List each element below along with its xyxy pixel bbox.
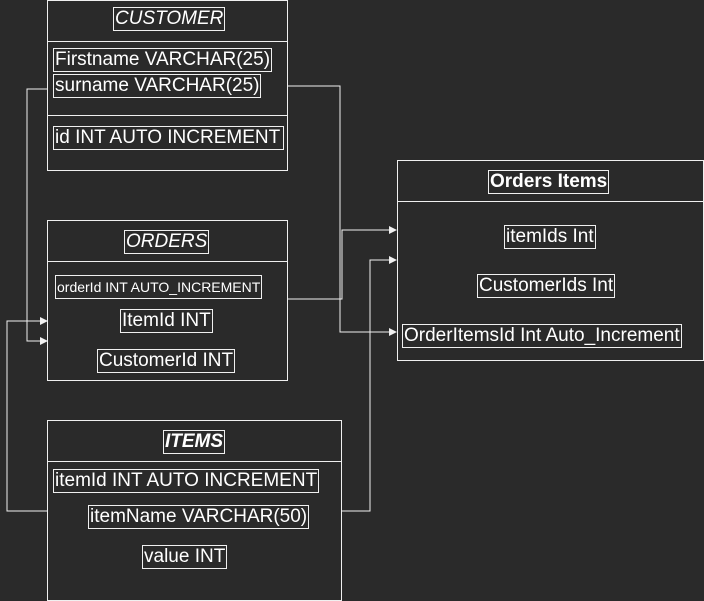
customer-field-firstname: Firstname VARCHAR(25) — [53, 48, 273, 72]
customer-field-surname: surname VARCHAR(25) — [53, 74, 262, 98]
order-items-header-divider — [398, 201, 703, 202]
orders-field-customerid: CustomerId INT — [97, 349, 236, 373]
connector-customer-to-orders — [26, 88, 48, 345]
items-field-itemname: itemName VARCHAR(50) — [88, 505, 310, 529]
connector-items-to-orders — [6, 317, 48, 512]
customer-field-id: id INT AUTO INCREMENT — [53, 126, 284, 150]
order-items-field-itemids: itemIds Int — [504, 225, 596, 249]
items-title: ITEMS — [163, 430, 226, 454]
order-items-field-orderitemsid: OrderItemsId Int Auto_Increment — [402, 324, 682, 348]
orders-header-divider — [48, 261, 287, 262]
order-items-table[interactable]: Orders Items itemIds Int CustomerIds Int… — [397, 160, 704, 361]
items-header-divider — [48, 461, 341, 462]
orders-table[interactable]: ORDERS orderId INT AUTO_INCREMENT ItemId… — [47, 220, 288, 381]
connector-orders-to-orderitems — [288, 226, 397, 300]
orders-title: ORDERS — [124, 230, 210, 254]
connector-items-to-orderitems — [342, 256, 397, 512]
customer-header-divider — [48, 41, 287, 42]
customer-table[interactable]: CUSTOMER Firstname VARCHAR(25) surname V… — [47, 0, 288, 171]
items-field-value: value INT — [142, 545, 228, 569]
orders-field-itemid: ItemId INT — [120, 309, 213, 333]
customer-title: CUSTOMER — [113, 7, 226, 31]
customer-key-divider — [48, 115, 287, 116]
connector-customer-to-orderitems — [288, 85, 397, 336]
items-field-itemid: itemId INT AUTO INCREMENT — [53, 469, 320, 493]
order-items-field-customerids: CustomerIds Int — [477, 274, 616, 298]
orders-field-orderid: orderId INT AUTO_INCREMENT — [55, 275, 263, 299]
items-table[interactable]: ITEMS itemId INT AUTO INCREMENT itemName… — [47, 420, 342, 601]
order-items-title: Orders Items — [488, 170, 610, 194]
